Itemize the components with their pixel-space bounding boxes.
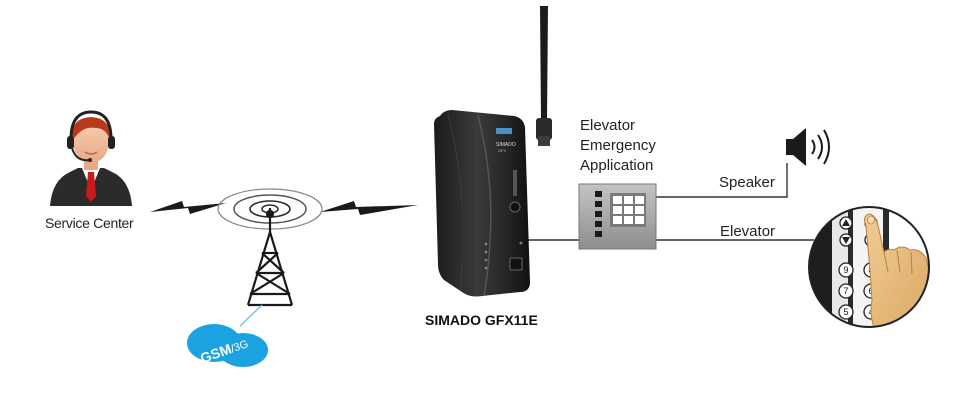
simado-gfx11e-device-icon: SIMADO GFX <box>434 6 552 297</box>
gsm-3g-badge: GSM/3G <box>187 324 268 367</box>
speaker-label: Speaker <box>719 174 775 191</box>
line-panel-to-speaker <box>656 163 788 198</box>
elevator-label: Elevator <box>720 223 776 240</box>
service-center-label: Service Center <box>45 215 134 231</box>
keypad-digit: 7 <box>843 286 848 296</box>
app-label-line-3: Application <box>580 157 654 174</box>
device-name-label: SIMADO GFX11E <box>425 312 538 328</box>
keypad-digit: 9 <box>843 265 848 275</box>
app-label-line-1: Elevator <box>580 117 636 134</box>
cell-tower-icon <box>246 208 294 307</box>
connection-lines <box>525 163 814 241</box>
badge-text-sep: / <box>229 343 237 356</box>
tower-connector-line <box>239 304 263 327</box>
elevator-emergency-panel-icon <box>578 183 657 250</box>
keypad-digit: 5 <box>843 307 848 317</box>
wireless-link-right <box>320 201 418 215</box>
device-model-text: GFX <box>498 148 507 153</box>
elevator-keypad-icon: 9 8 7 6 5 4 <box>808 206 930 328</box>
wireless-link-left <box>150 201 226 214</box>
device-brand-text: SIMADO <box>496 142 516 148</box>
badge-text-3g: 3G <box>232 338 250 354</box>
speaker-icon <box>786 128 830 166</box>
service-center-operator-icon <box>50 110 132 206</box>
app-label-line-2: Emergency <box>580 137 656 154</box>
elevator-emergency-application-label: Elevator Emergency Application <box>580 116 656 176</box>
